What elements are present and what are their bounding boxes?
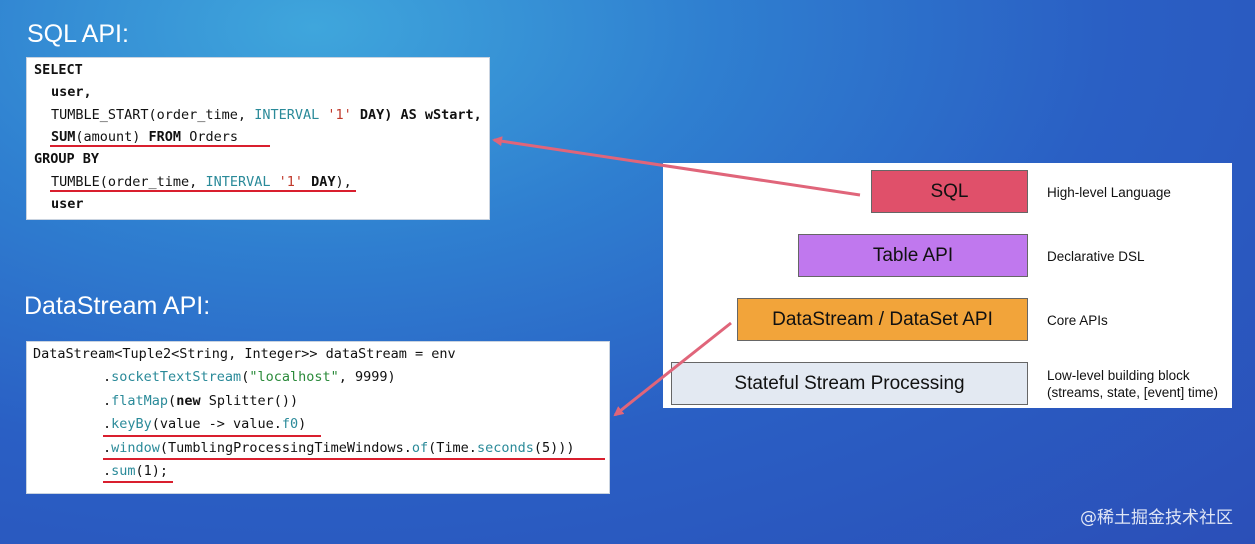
sql-line: GROUP BY [34,151,100,167]
table-api-layer-desc: Declarative DSL [1047,249,1145,264]
ds-line: .keyBy(value -> value.f0) [103,416,307,432]
sql-line: SELECT [34,62,83,78]
table-api-layer: Table API [798,234,1028,277]
datastream-code-block: DataStream<Tuple2<String, Integer>> data… [26,341,610,494]
ds-underline-window [103,458,605,460]
sql-api-heading: SQL API: [27,20,129,48]
sql-line: TUMBLE_START(order_time, INTERVAL '1' DA… [51,107,482,123]
ds-line: .sum(1); [103,463,169,479]
api-layer-stack: SQL High-level Language Table API Declar… [663,163,1232,408]
ds-line: .window(TumblingProcessingTimeWindows.of… [103,440,575,456]
datastream-layer: DataStream / DataSet API [737,298,1028,341]
sql-line: user [51,196,84,212]
arrow-datastream-to-datastream-api [613,321,732,417]
datastream-layer-desc: Core APIs [1047,313,1108,328]
datastream-api-heading: DataStream API: [24,292,211,320]
sql-layer: SQL [871,170,1028,213]
ds-underline-keyby [103,435,321,437]
arrow-sql-to-sql-api [492,136,861,197]
sql-line: user, [51,84,92,100]
sql-code-block: SELECT user, TUMBLE_START(order_time, IN… [26,57,490,220]
ds-line: .flatMap(new Splitter()) [103,393,299,409]
sql-layer-desc: High-level Language [1047,185,1171,200]
ds-line: DataStream<Tuple2<String, Integer>> data… [33,346,456,362]
ds-underline-sum [103,481,173,483]
watermark-text: @稀土掘金技术社区 [1080,508,1233,528]
sql-line: TUMBLE(order_time, INTERVAL '1' DAY), [51,174,352,190]
stateful-stream-layer: Stateful Stream Processing [671,362,1028,405]
ds-line: .socketTextStream("localhost", 9999) [103,369,396,385]
sql-underline-tumble [50,190,356,192]
sql-underline-sum [50,145,270,147]
sql-line: SUM(amount) FROM Orders [51,129,238,145]
stateful-stream-layer-desc: Low-level building block (streams, state… [1047,368,1219,400]
